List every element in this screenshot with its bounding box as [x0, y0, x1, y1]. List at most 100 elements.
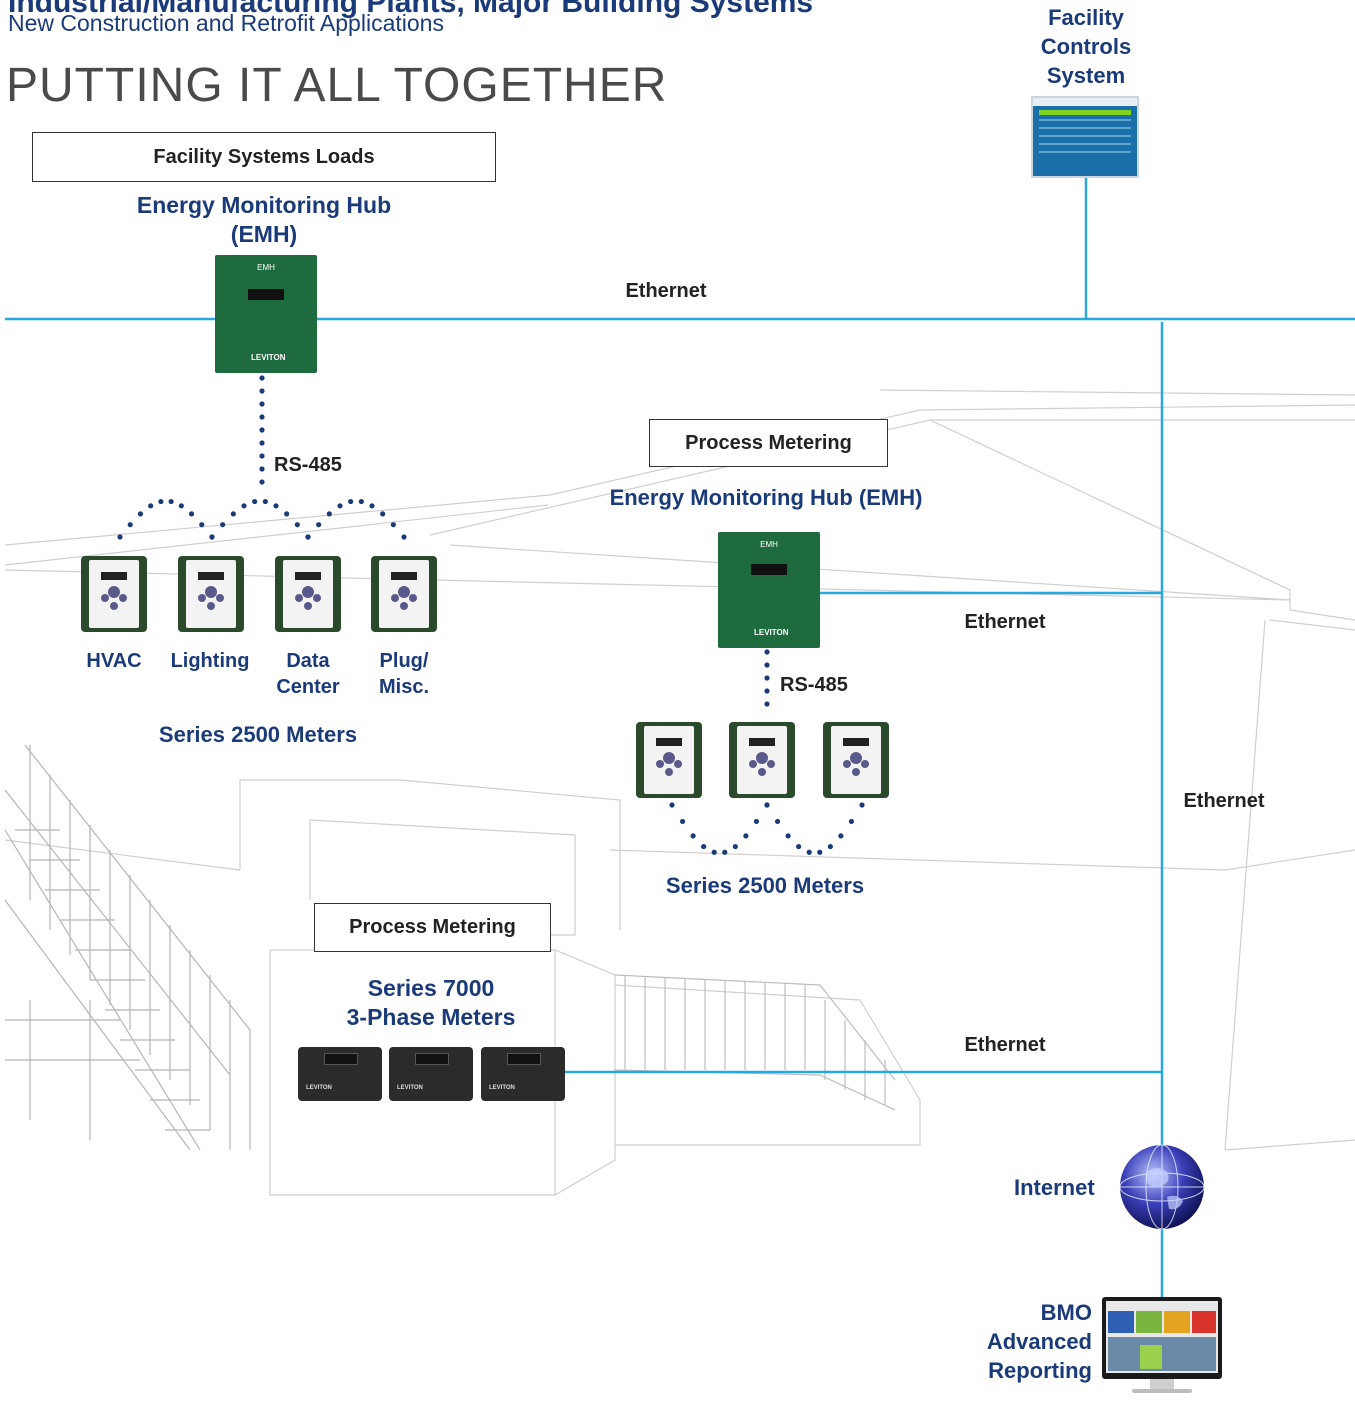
series2500-process-meter-1: [636, 722, 702, 798]
rs485-dot-left-arc: [273, 503, 279, 509]
rs485-label-right: RS-485: [780, 674, 848, 696]
rs485-dot-right-arc: [838, 833, 844, 839]
bmo-label-line2: Advanced: [986, 1329, 1092, 1354]
rs485-dot-right: [764, 662, 770, 668]
rs485-dot-right-arc: [722, 849, 728, 855]
series7000-meter-2: LEVITON: [389, 1047, 473, 1101]
rs485-dot-left: [259, 479, 265, 485]
ethernet-right-label: Ethernet: [1183, 790, 1265, 812]
rs485-dot-right-arc: [848, 818, 855, 825]
rs485-dot-left-arc: [358, 498, 364, 505]
ethernet-mid-label: Ethernet: [964, 611, 1046, 633]
facility-systems-loads-box: Facility Systems Loads: [32, 132, 496, 182]
rs485-dot-left-arc: [178, 503, 184, 509]
rs485-dot-left-arc: [305, 534, 311, 540]
meter-label-center: Center: [276, 676, 340, 698]
rs485-dot-right-arc: [827, 843, 833, 850]
emh-device-text: EMH: [257, 263, 275, 272]
page-subtitle: New Construction and Retrofit Applicatio…: [8, 10, 444, 36]
rs485-dot-left-arc: [369, 503, 375, 509]
rs485-dot-right-arc: [806, 849, 812, 855]
meter-label-plug: Plug/: [379, 650, 429, 672]
emh-label-line2: (EMH): [230, 221, 298, 247]
rs485-dot-right-arc: [796, 843, 802, 850]
rs485-dot-left-arc: [326, 511, 332, 517]
rs485-dot-left-arc: [199, 522, 205, 528]
rs485-dot-right: [764, 649, 770, 655]
series2500-meter-hvac: [81, 556, 147, 632]
page-title: PUTTING IT ALL TOGETHER: [6, 59, 668, 112]
emh-device-icon: EMH LEVITON: [215, 255, 317, 373]
series2500-meter-data-center: [275, 556, 341, 632]
process-metering-box-1: Process Metering: [649, 419, 888, 467]
meter-label-hvac: HVAC: [86, 650, 142, 672]
rs485-dot-left: [259, 401, 265, 407]
series7000-meter-1: LEVITON: [298, 1047, 382, 1101]
process-emh-device-text: EMH: [760, 540, 778, 549]
bmo-label-line1: BMO: [1040, 1300, 1092, 1325]
process-emh-device-icon: EMH LEVITON: [718, 532, 820, 648]
bmo-label-line3: Reporting: [988, 1358, 1092, 1383]
rs485-dot-left-arc: [188, 511, 195, 517]
series2500-meter-lighting: [178, 556, 244, 632]
rs485-dot-right-arc: [753, 818, 760, 825]
rs485-dot-left: [259, 453, 265, 459]
rs485-dot-left-arc: [390, 522, 396, 528]
internet-label: Internet: [1014, 1175, 1095, 1200]
rs485-dot-right-arc: [679, 818, 686, 825]
rs485-dot-right-arc: [774, 818, 781, 825]
series2500-label-left: Series 2500 Meters: [158, 722, 358, 747]
rs485-dot-left-arc: [220, 522, 226, 528]
rs485-dotted-links: [117, 375, 865, 855]
rs485-dot-left-arc: [209, 534, 215, 540]
rs485-dot-left: [259, 414, 265, 420]
ethernet-bottom-label: Ethernet: [964, 1034, 1046, 1056]
rs485-dot-left-arc: [230, 511, 236, 517]
rs485-dot-left-arc: [252, 498, 258, 505]
rs485-dot-left-arc: [348, 498, 354, 505]
rs485-dot-right-arc: [669, 802, 675, 808]
rs485-dot-left-arc: [284, 511, 290, 517]
rs485-dot-left-arc: [137, 511, 144, 517]
rs485-dot-right: [764, 688, 770, 694]
emh-brand: LEVITON: [251, 353, 286, 362]
series2500-process-meter-3: [823, 722, 889, 798]
rs485-dot-left-arc: [168, 498, 174, 505]
rs485-dot-left: [259, 440, 265, 446]
rs485-dot-left-arc: [241, 503, 247, 509]
facility-controls-label-3: System: [1046, 63, 1126, 88]
meter-label-lighting: Lighting: [170, 650, 250, 672]
rs485-dot-left-arc: [380, 511, 386, 517]
ethernet-top-label: Ethernet: [625, 280, 707, 302]
rs485-dot-right-arc: [732, 843, 738, 850]
process-emh-brand: LEVITON: [754, 628, 789, 637]
bmo-monitor-icon: [1102, 1297, 1222, 1393]
rs485-dot-left: [259, 375, 265, 381]
rs485-dot-left-arc: [401, 534, 407, 540]
rs485-dot-left: [259, 466, 265, 472]
rs485-dot-right-arc: [817, 849, 823, 855]
series7000-label-line2: 3-Phase Meters: [346, 1004, 516, 1030]
rs485-dot-right-arc: [701, 843, 707, 850]
globe-icon: [1119, 1144, 1205, 1230]
series2500-label-right: Series 2500 Meters: [665, 873, 865, 898]
facility-controls-label-1: Facility: [1048, 5, 1124, 30]
process-metering-box-2: Process Metering: [314, 903, 551, 952]
emh-label-line1: Energy Monitoring Hub: [136, 192, 392, 218]
rs485-dot-left-arc: [117, 534, 123, 540]
rs485-dot-left-arc: [337, 503, 343, 509]
process-emh-label: Energy Monitoring Hub (EMH): [609, 485, 923, 510]
rs485-dot-right-arc: [764, 802, 770, 808]
page-heading: Industrial/Manufacturing Plants, Major B…: [8, 0, 814, 19]
rs485-dot-left-arc: [294, 522, 300, 528]
series7000-meter-3: LEVITON: [481, 1047, 565, 1101]
rs485-dot-left: [259, 427, 265, 433]
rs485-dot-left-arc: [316, 522, 322, 528]
rs485-dot-right: [764, 701, 770, 707]
facility-controls-screen-icon: [1031, 96, 1139, 178]
series7000-label-line1: Series 7000: [367, 975, 495, 1001]
rs485-dot-right: [764, 675, 770, 681]
rs485-dot-right-arc: [743, 833, 749, 839]
rs485-dot-right-arc: [690, 833, 696, 839]
